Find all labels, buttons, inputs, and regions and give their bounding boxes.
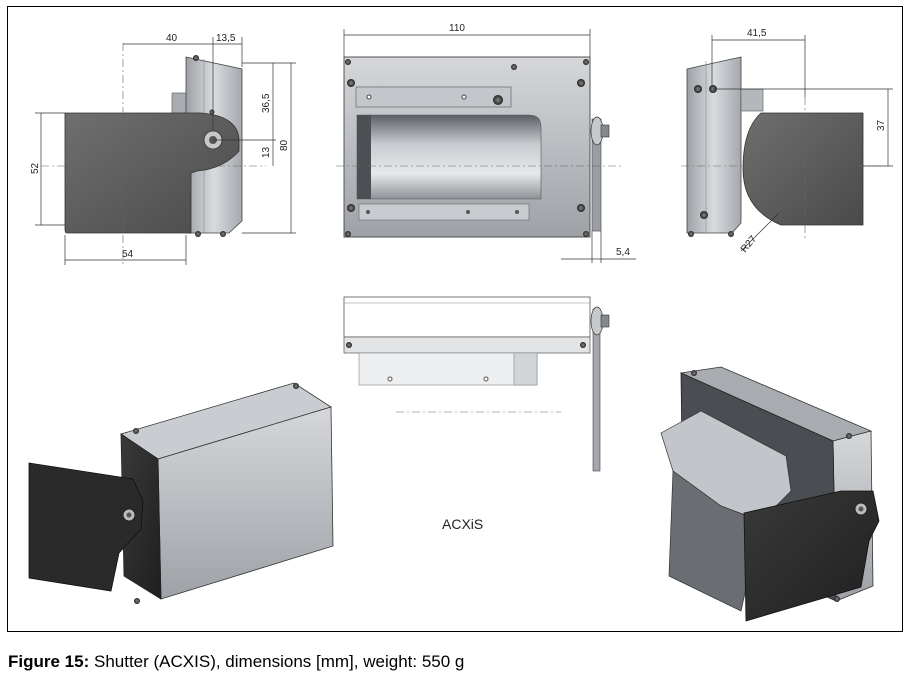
isometric-view-left	[28, 382, 334, 604]
dim-80: 80	[279, 139, 290, 151]
right-view-housing	[686, 56, 742, 234]
figure-frame: 40 13,5 36,5 13 80 52 54	[7, 6, 903, 632]
isometric-view-right	[660, 366, 880, 622]
left-side-view: 40 13,5 36,5 13 80 52 54	[30, 33, 296, 265]
dim-40: 40	[166, 33, 178, 44]
dim-13: 13	[261, 146, 272, 158]
iso-left-shutter-plate	[28, 462, 144, 592]
dim-37: 37	[876, 119, 887, 131]
dim-36-5: 36,5	[261, 93, 272, 113]
dim-41-5: 41,5	[747, 28, 767, 39]
dim-13-5: 13,5	[216, 33, 236, 44]
iso-right-shutter-plate	[743, 490, 880, 622]
model-label: ACXiS	[442, 516, 483, 532]
technical-drawing: 40 13,5 36,5 13 80 52 54	[28, 23, 893, 622]
left-view-shutter-plate	[64, 112, 240, 234]
top-view	[343, 296, 610, 472]
caption-label: Figure 15:	[8, 652, 90, 671]
dim-r27: R27	[739, 233, 760, 254]
right-side-view: 41,5 37 R27	[681, 28, 893, 255]
dim-110: 110	[449, 23, 465, 34]
dim-52: 52	[30, 162, 41, 174]
dim-5-4: 5,4	[616, 247, 630, 258]
front-view: 110 5,4	[336, 23, 636, 263]
front-view-channel	[356, 114, 542, 200]
dim-54: 54	[122, 249, 134, 260]
right-view-shutter-plate	[742, 112, 864, 226]
caption-text: Shutter (ACXIS), dimensions [mm], weight…	[93, 652, 465, 671]
figure-caption: Figure 15: Shutter (ACXIS), dimensions […	[8, 652, 464, 672]
